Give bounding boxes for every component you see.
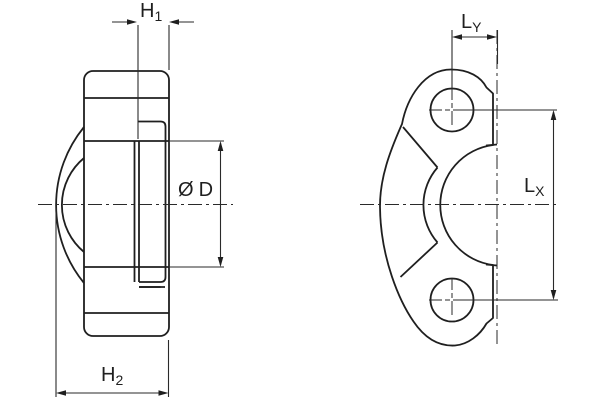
diameter-arrow-bottom bbox=[217, 257, 224, 267]
diameter-arrow-top bbox=[217, 141, 224, 151]
ly-arrow-left bbox=[452, 34, 462, 40]
lx-label: LX bbox=[524, 175, 545, 199]
h2-label: H2 bbox=[101, 364, 123, 388]
h1-arrow-left bbox=[127, 19, 137, 25]
saddle-corner-tick-top bbox=[485, 143, 498, 147]
h1-label: H1 bbox=[140, 0, 162, 24]
h2-arrow-right bbox=[158, 390, 169, 396]
saddle-corner-tick-bottom bbox=[485, 263, 498, 267]
ly-arrow-right bbox=[487, 34, 497, 40]
lx-arrow-bottom bbox=[550, 290, 557, 300]
front-view-dimensions: LY LX bbox=[451, 11, 557, 300]
side-view bbox=[38, 70, 233, 337]
h1-arrow-right bbox=[169, 19, 179, 25]
front-view bbox=[360, 30, 558, 348]
h2-arrow-left bbox=[56, 390, 66, 396]
clamp-half-outline bbox=[379, 68, 494, 347]
sphere-inner-arc bbox=[61, 157, 85, 253]
lx-arrow-top bbox=[550, 110, 557, 120]
flange-body-outline bbox=[83, 70, 170, 337]
web-edge-bottom bbox=[399, 241, 439, 278]
web-edge-top bbox=[402, 126, 439, 169]
ly-label: LY bbox=[461, 11, 482, 35]
